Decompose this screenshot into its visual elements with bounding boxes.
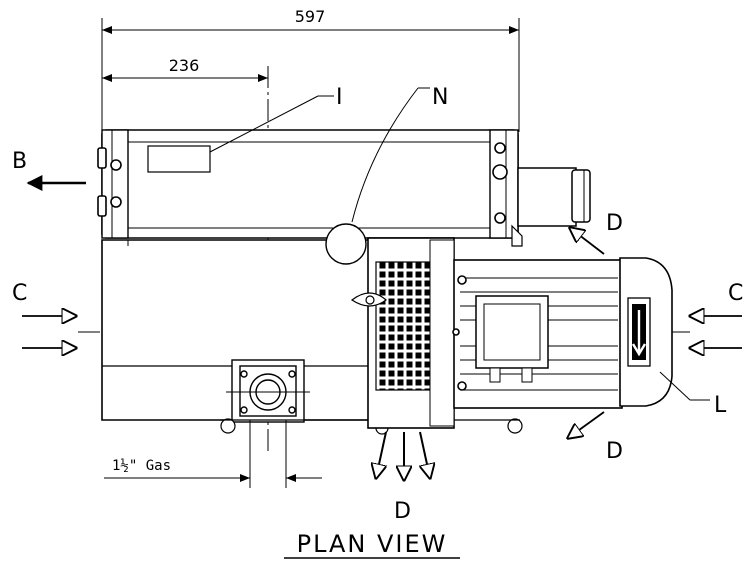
label-l: L: [714, 393, 727, 418]
dimension-overall-label: 597: [295, 7, 326, 26]
lifting-eye: [350, 292, 387, 307]
label-i: I: [336, 85, 343, 110]
motor-fan-cover: [619, 257, 673, 407]
fan-coupling: [367, 237, 455, 429]
filter-housing: [511, 167, 591, 247]
gas-port: [226, 359, 310, 423]
arrow-d-bottom-3: [419, 431, 430, 478]
dimension-partial-label: 236: [169, 56, 200, 75]
dimension-port: [104, 420, 322, 488]
leader-lines: [209, 87, 710, 401]
label-n: N: [432, 85, 448, 110]
label-c-right: C: [728, 281, 743, 306]
label-b: B: [12, 149, 27, 174]
arrow-d-right: [568, 411, 605, 438]
label-d-right: D: [606, 439, 623, 464]
dimension-port-label: 1½" Gas: [112, 458, 171, 474]
electric-motor: [452, 259, 623, 409]
dimension-overall: [101, 18, 520, 135]
arrow-d-top: [570, 228, 605, 255]
label-c-left: C: [12, 281, 27, 306]
flow-arrows: [22, 175, 742, 480]
label-d-bottom: D: [394, 499, 411, 524]
label-d-top: D: [606, 211, 623, 236]
nameplate: [147, 145, 211, 173]
drawing-title: PLAN VIEW: [297, 530, 448, 558]
arrow-d-bottom-1: [376, 431, 387, 478]
